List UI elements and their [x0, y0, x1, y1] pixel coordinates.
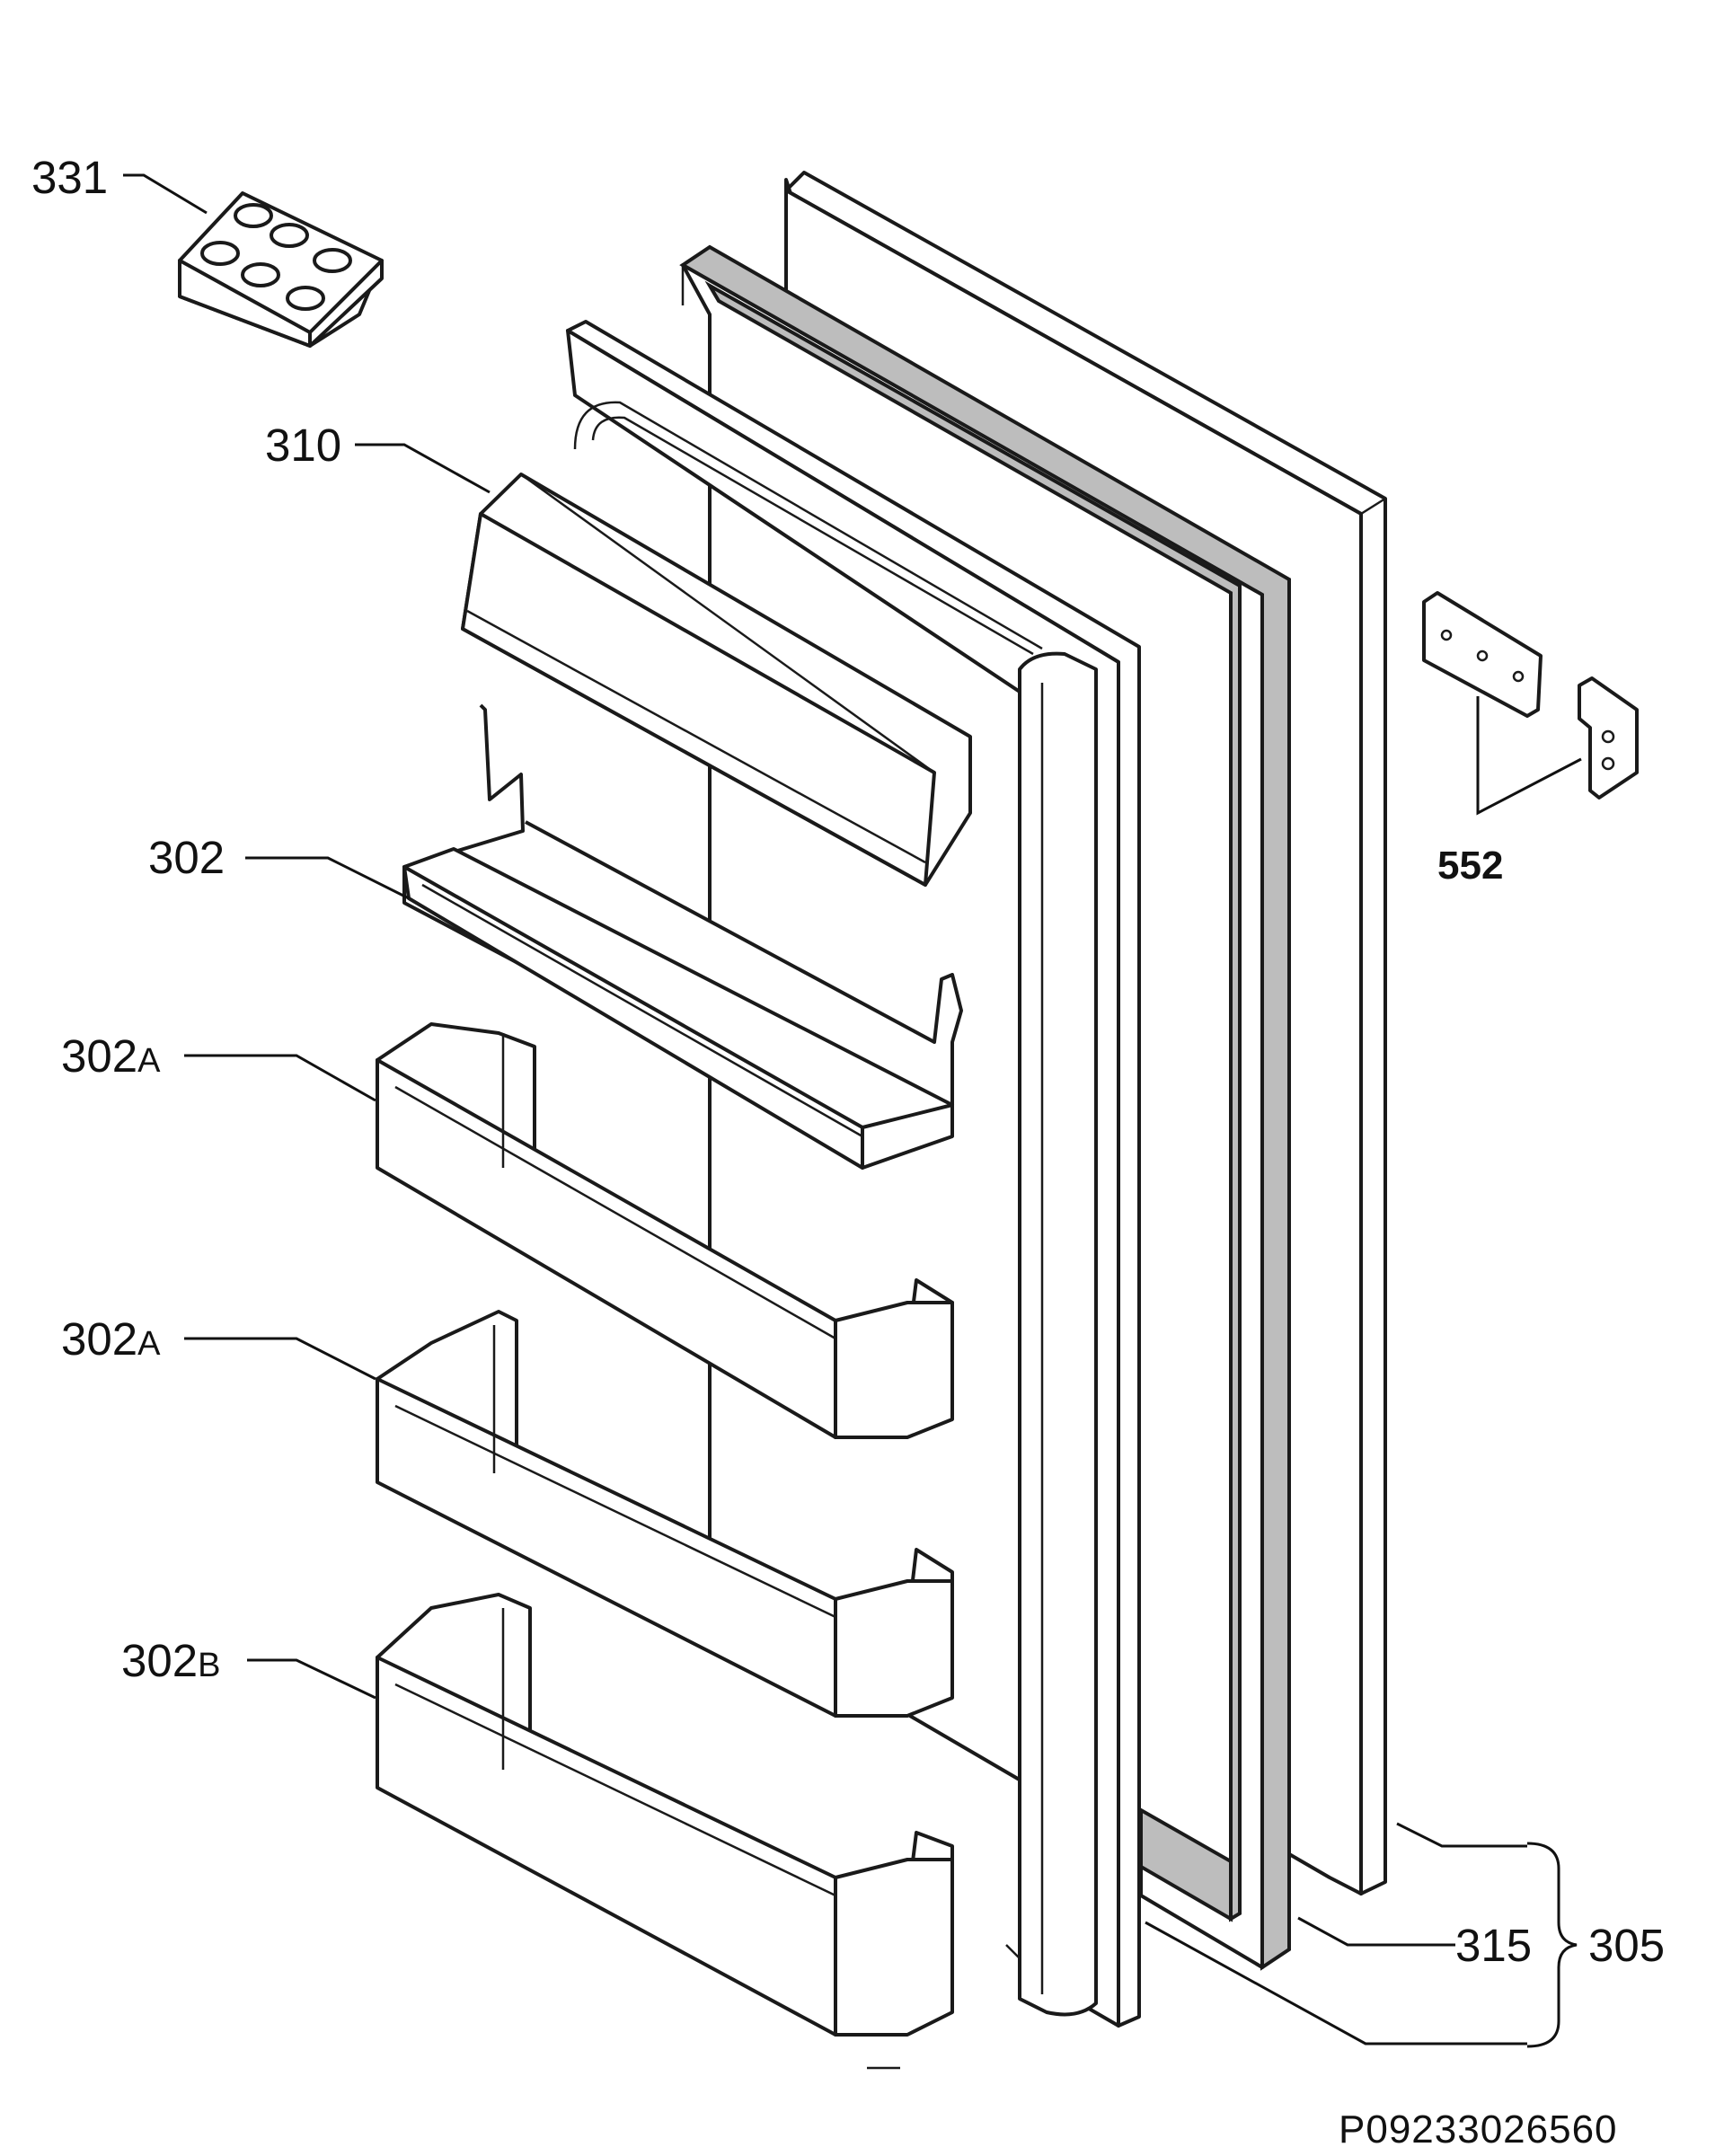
dairy-compartment [461, 473, 972, 887]
door-inner-liner [566, 320, 1141, 2070]
door-shelf-302a-1 [376, 1022, 954, 1439]
assembly-brace [1526, 1842, 1578, 2048]
door-shelf-302b [376, 1593, 954, 2037]
label-310: 310 [265, 420, 341, 471]
label-331: 331 [31, 152, 108, 203]
label-552: 552 [1437, 844, 1503, 888]
label-305: 305 [1588, 1920, 1665, 1971]
label-302b: 302B [121, 1635, 220, 1686]
door-shelf-302a-2 [376, 1310, 954, 1718]
hinge-bracket [1422, 591, 1639, 800]
reference-code: P09233026560 [1339, 2107, 1618, 2152]
door-shelf-302 [402, 703, 963, 1170]
leader-lines [123, 173, 1582, 2046]
label-302: 302 [148, 832, 225, 883]
label-315: 315 [1455, 1920, 1532, 1971]
egg-tray [178, 191, 384, 348]
label-302a-1: 302A [61, 1030, 161, 1082]
label-302a-2: 302A [61, 1313, 161, 1365]
